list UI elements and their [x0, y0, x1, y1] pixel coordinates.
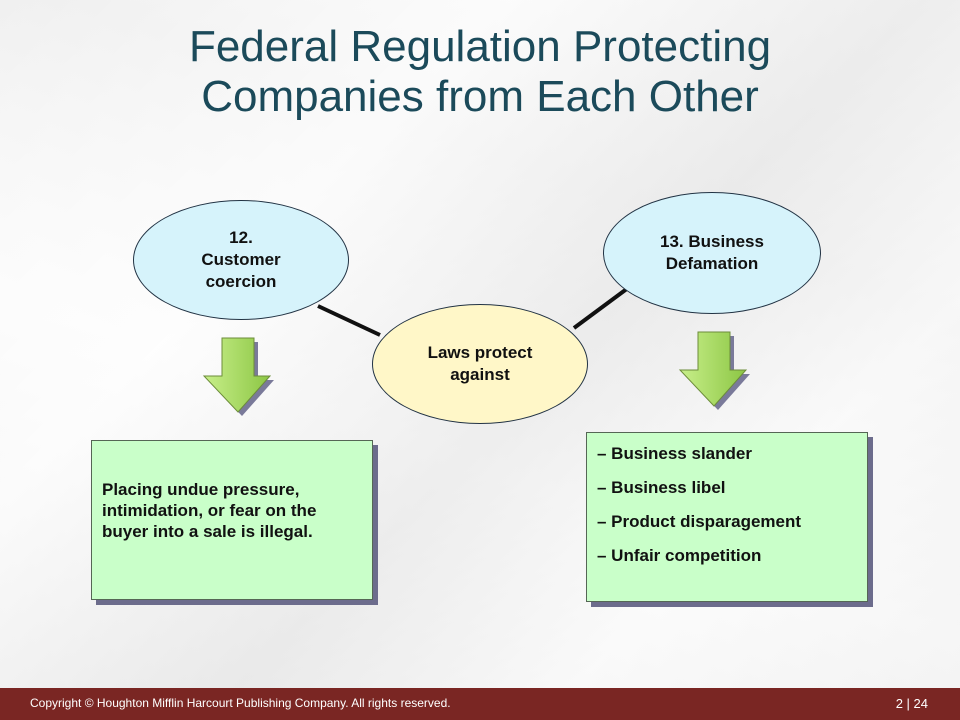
business-defamation-label: 13. Business Defamation	[660, 232, 764, 273]
slide-title: Federal Regulation Protecting Companies …	[188, 22, 772, 121]
business-defamation-node: 13. Business Defamation	[603, 192, 821, 314]
customer-coercion-label: 12. Customer coercion	[201, 228, 281, 291]
list-item: – Unfair competition	[597, 546, 762, 565]
customer-coercion-node: 12. Customer coercion	[133, 200, 349, 320]
laws-protect-node: Laws protect against	[372, 304, 588, 424]
coercion-description-text: Placing undue pressure, intimidation, or…	[102, 480, 317, 541]
connector-left	[317, 304, 381, 337]
list-item: – Business slander	[597, 444, 752, 463]
copyright-text: Copyright © Houghton Mifflin Harcourt Pu…	[30, 696, 451, 710]
connector-right	[572, 286, 630, 330]
defamation-types-box: – Business slander – Business libel – Pr…	[586, 432, 868, 602]
defamation-types-list: – Business slander – Business libel – Pr…	[597, 443, 801, 579]
list-item: – Product disparagement	[597, 512, 802, 531]
page-number: 2 | 24	[895, 696, 928, 711]
list-item: – Business libel	[597, 478, 726, 497]
down-arrow-left-icon	[202, 337, 274, 416]
footer-bar: Copyright © Houghton Mifflin Harcourt Pu…	[0, 688, 960, 720]
laws-protect-label: Laws protect against	[427, 343, 533, 384]
coercion-description-box: Placing undue pressure, intimidation, or…	[91, 440, 373, 600]
down-arrow-right-icon	[678, 331, 750, 410]
